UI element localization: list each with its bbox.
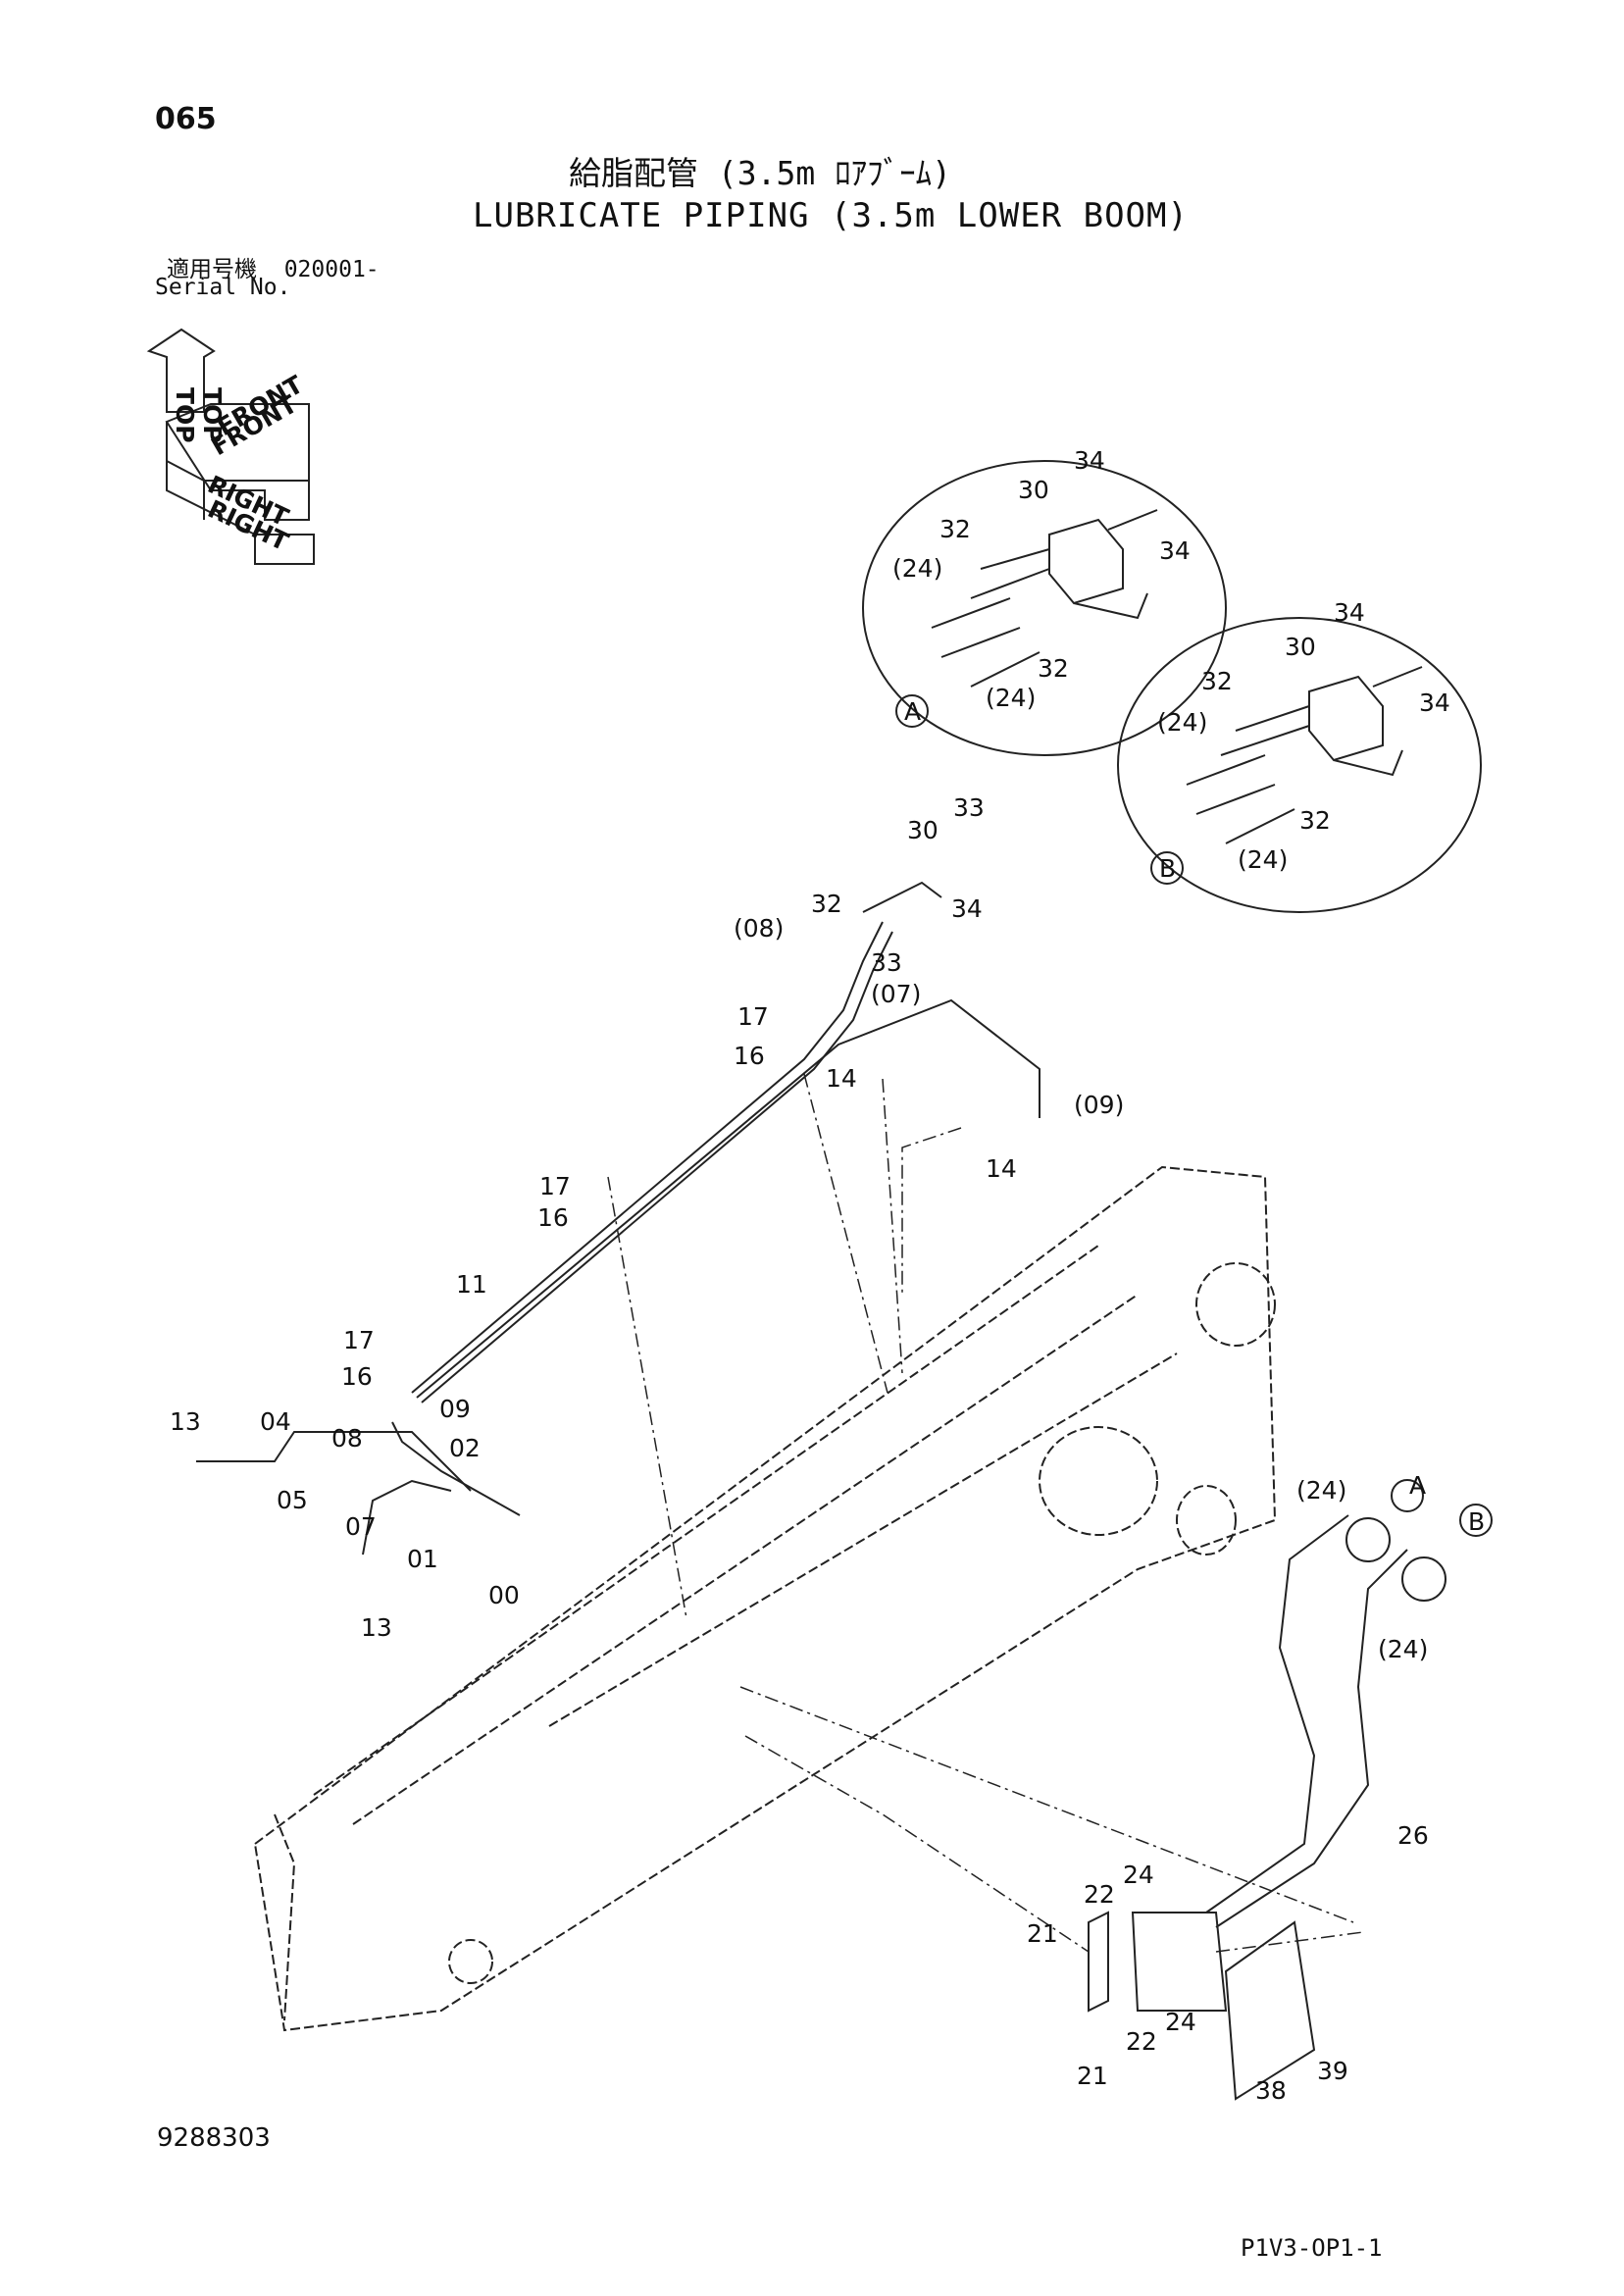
label-00: 00: [488, 1581, 520, 1609]
label-34-b1: 34: [1334, 598, 1365, 627]
label-26: 26: [1397, 1821, 1429, 1850]
label-01: 01: [407, 1545, 438, 1573]
serial-label-english: Serial No.: [155, 275, 291, 300]
label-24-low: 24: [1165, 2008, 1196, 2036]
detail-a: [862, 460, 1227, 756]
label-22-up: 22: [1084, 1880, 1115, 1909]
title-japanese: 給脂配管 (3.5m ﾛｱﾌﾞｰﾑ): [569, 154, 951, 192]
label-08: 08: [331, 1424, 363, 1453]
label-09: 09: [439, 1395, 471, 1423]
label-21-low: 21: [1077, 2062, 1108, 2090]
label-21-up: 21: [1027, 1919, 1058, 1948]
serial-value: 020001-: [283, 257, 380, 282]
label-08-ref: (08): [734, 914, 784, 943]
orientation-top-2: TOP: [171, 387, 199, 443]
page-code: P1V3-OP1-1: [1241, 2234, 1383, 2262]
label-32-b1: 32: [1201, 667, 1233, 695]
grease-block: [1088, 1911, 1316, 2101]
hoses: [1205, 1479, 1493, 1928]
label-24-ref-b: (24): [1378, 1635, 1428, 1663]
label-24-ref-a: (24): [1296, 1476, 1346, 1505]
label-24-a1: (24): [892, 554, 942, 583]
document-number: 9288303: [157, 2123, 271, 2153]
label-02: 02: [449, 1434, 481, 1462]
label-34-b2: 34: [1419, 689, 1450, 717]
label-38: 38: [1255, 2076, 1287, 2105]
label-07-ref: (07): [871, 980, 921, 1008]
label-13-low: 13: [361, 1613, 392, 1642]
detail-b: [1117, 617, 1482, 913]
label-17-top: 17: [737, 1002, 769, 1031]
label-24-up: 24: [1123, 1861, 1154, 1889]
label-22-low: 22: [1126, 2027, 1157, 2056]
label-11: 11: [456, 1270, 487, 1299]
lower-boom: [253, 1165, 1277, 2032]
page-number: 065: [155, 102, 217, 136]
label-32-a2: 32: [1038, 654, 1069, 683]
serial-label-japanese: 適用号機 020001-: [167, 250, 380, 283]
label-34-top: 34: [951, 894, 983, 923]
label-24-b1: (24): [1157, 708, 1207, 737]
part-labels: 34 30 34 32 (24) 32 (24) A 34 30 34 32 (…: [170, 446, 1485, 2105]
serial-label-jp-text: 適用号機: [167, 257, 257, 282]
label-09-ref: (09): [1074, 1091, 1124, 1119]
label-13-top: 13: [170, 1407, 201, 1436]
orientation-cube: TOP TOP FRONT FRONT RIGHT RIGHT: [146, 328, 315, 565]
label-16-low: 16: [341, 1362, 373, 1391]
label-33-top: 33: [953, 793, 985, 822]
label-34-a2: 34: [1159, 536, 1191, 565]
marker-a: A: [904, 697, 921, 726]
label-04: 04: [260, 1407, 291, 1436]
label-32-top: 32: [811, 890, 842, 918]
label-34-a1: 34: [1074, 446, 1105, 475]
label-14-right: 14: [986, 1154, 1017, 1183]
label-07: 07: [345, 1512, 377, 1541]
label-24-a2: (24): [986, 684, 1036, 712]
label-24-b2: (24): [1238, 845, 1288, 874]
label-05: 05: [277, 1486, 308, 1514]
label-30-a: 30: [1018, 476, 1049, 504]
marker-b-boom: B: [1468, 1507, 1485, 1536]
title-english: LUBRICATE PIPING (3.5m LOWER BOOM): [473, 196, 1189, 235]
label-30-b: 30: [1285, 633, 1316, 661]
label-16-top: 16: [734, 1042, 765, 1070]
label-17-low: 17: [343, 1326, 375, 1354]
label-32-b2: 32: [1299, 806, 1331, 835]
orientation-top: TOP: [198, 387, 227, 443]
label-30-top: 30: [907, 816, 939, 844]
marker-a-boom: A: [1409, 1471, 1426, 1500]
label-17-mid: 17: [539, 1172, 571, 1200]
label-39: 39: [1317, 2057, 1348, 2085]
label-32-a1: 32: [939, 515, 971, 543]
marker-b: B: [1159, 854, 1176, 883]
label-16-mid: 16: [537, 1203, 569, 1232]
grease-piping: [196, 881, 1040, 1556]
label-14-top: 14: [826, 1064, 857, 1093]
leader-lines: [607, 1073, 1364, 1953]
label-33-mid: 33: [871, 948, 902, 977]
